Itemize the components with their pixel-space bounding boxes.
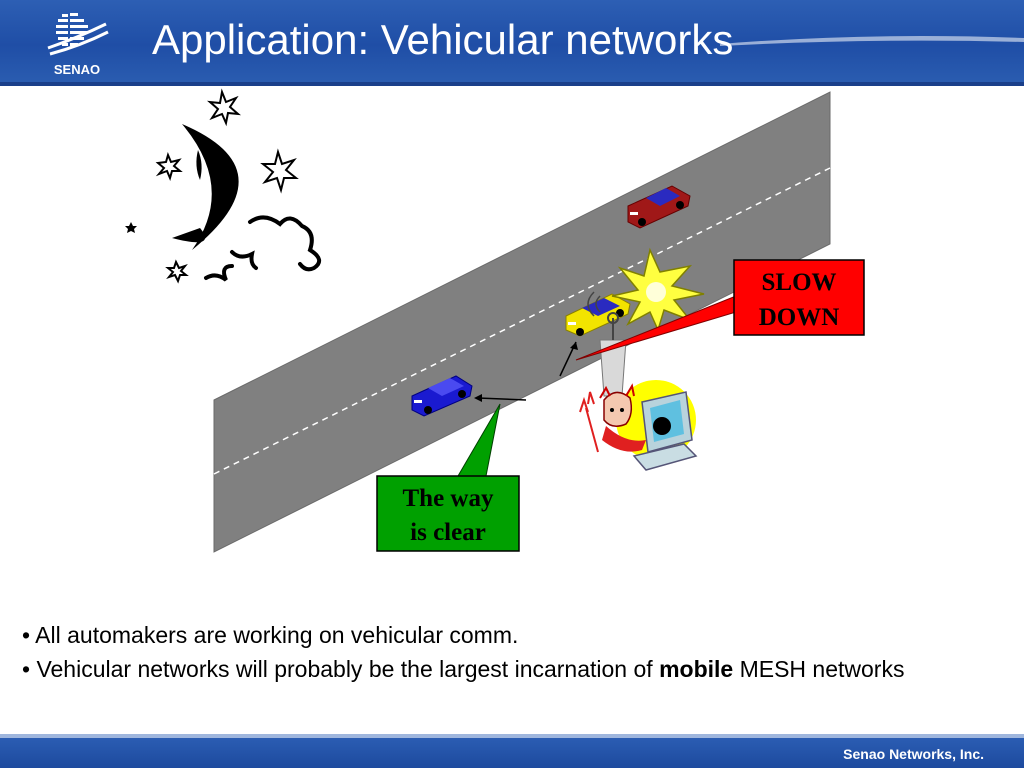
blue-car	[411, 375, 473, 417]
bomb-icon	[653, 417, 671, 435]
way-clear-line-1: The way	[403, 485, 494, 512]
vehicular-scene: SLOW DOWN The way is clear	[125, 88, 865, 553]
slide-header: SENAO Application: Vehicular networks	[0, 0, 1024, 82]
slow-down-sign	[733, 259, 865, 336]
slide-title: Application: Vehicular networks	[152, 16, 734, 63]
arrow-to-blue-car	[477, 397, 527, 401]
moon-icon	[172, 124, 239, 250]
way-clear-line-2: is clear	[410, 519, 486, 546]
slow-down-line-2: DOWN	[759, 304, 840, 331]
senao-logo-icon	[47, 13, 109, 56]
antenna-icon	[587, 291, 627, 397]
slow-down-line-1: SLOW	[761, 269, 836, 296]
cloud-icon	[204, 215, 322, 282]
star-icon	[125, 222, 137, 233]
star-icon	[155, 88, 299, 284]
bullet-item: • Vehicular networks will probably be th…	[22, 656, 905, 682]
road-center-line	[213, 167, 831, 475]
header-streak	[720, 36, 1024, 46]
red-car	[627, 185, 691, 229]
bold-term: mobile	[659, 656, 734, 682]
logo-text: SENAO	[53, 62, 101, 77]
bullet-list: • All automakers are working on vehicula…	[22, 618, 1002, 686]
bullet-item: • All automakers are working on vehicula…	[22, 622, 519, 648]
way-clear-sign	[376, 475, 520, 552]
header-divider	[0, 82, 1024, 86]
footer-company: Senao Networks, Inc.	[843, 746, 984, 762]
footer-divider	[0, 734, 1024, 738]
slide-footer: Senao Networks, Inc.	[0, 738, 1024, 768]
